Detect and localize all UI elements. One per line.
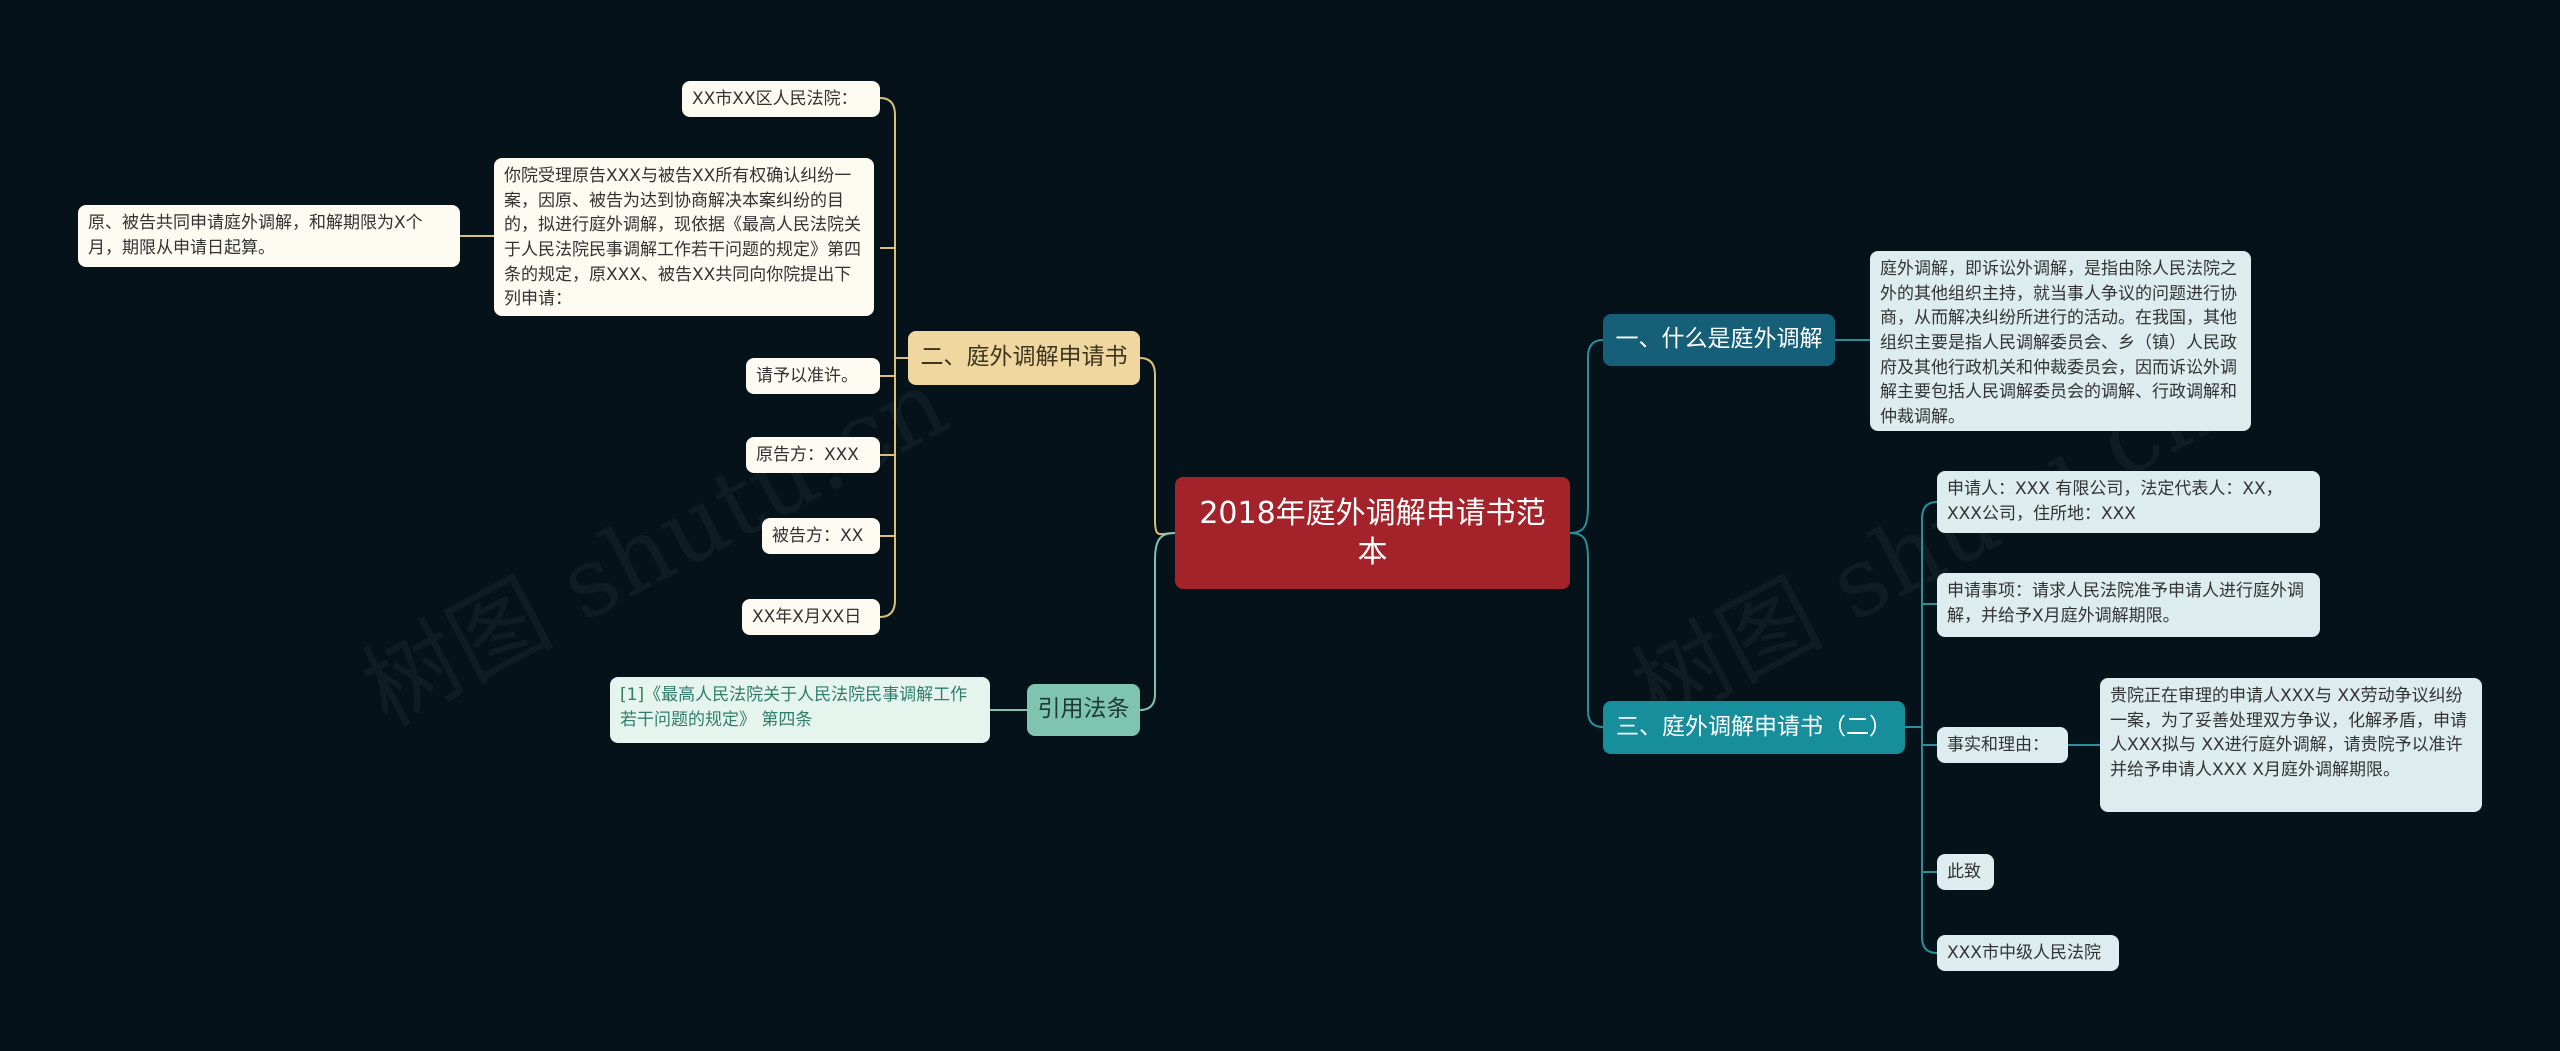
branch-definition-label: 一、什么是庭外调解 xyxy=(1615,326,1823,353)
link-branch2-bracket xyxy=(879,97,908,618)
branch-application-two[interactable]: 三、庭外调解申请书（二） xyxy=(1603,701,1905,754)
leaf-citation-text: [1]《最高人民法院关于人民法院民事调解工作若干问题的规定》 第四条 xyxy=(620,685,968,730)
leaf-defendant-text: 被告方：XX xyxy=(772,526,864,546)
leaf-plaintiff-text: 原告方：XXX xyxy=(756,445,859,465)
link-center-branch2 xyxy=(1139,357,1176,536)
branch-application-label: 二、庭外调解申请书 xyxy=(920,344,1128,371)
leaf-applicant-text: 申请人：XXX 有限公司，法定代表人：XX，XXX公司，住所地：XXX xyxy=(1947,479,2283,524)
leaf-applicant[interactable]: 申请人：XXX 有限公司，法定代表人：XX，XXX公司，住所地：XXX xyxy=(1937,471,2320,533)
leaf-please-approve[interactable]: 请予以准许。 xyxy=(746,358,880,394)
link-center-ref xyxy=(1139,532,1176,711)
leaf-salutation[interactable]: 此致 xyxy=(1937,854,1994,890)
branch-application-two-label: 三、庭外调解申请书（二） xyxy=(1616,713,1892,740)
leaf-court-address-text: XX市XX区人民法院： xyxy=(692,89,858,109)
leaf-definition[interactable]: 庭外调解，即诉讼外调解，是指由除人民法院之外的其他组织主持，就当事人争议的问题进… xyxy=(1870,251,2251,431)
central-topic[interactable]: 2018年庭外调解申请书范本 xyxy=(1175,477,1570,589)
leaf-court-address[interactable]: XX市XX区人民法院： xyxy=(682,81,880,117)
leaf-defendant[interactable]: 被告方：XX xyxy=(762,518,880,554)
leaf-request-paragraph-text: 你院受理原告XXX与被告XX所有权确认纠纷一案，因原、被告为达到协商解决本案纠纷… xyxy=(504,166,861,310)
link-branch3-bracket xyxy=(1905,501,1938,954)
leaf-date-text: XX年X月XX日 xyxy=(752,607,862,627)
leaf-request-items-text: 申请事项：请求人民法院准予申请人进行庭外调解，并给予X月庭外调解期限。 xyxy=(1947,581,2304,626)
leaf-deadline-note-text: 原、被告共同申请庭外调解，和解期限为X个月，期限从申请日起算。 xyxy=(88,213,423,258)
leaf-definition-text: 庭外调解，即诉讼外调解，是指由除人民法院之外的其他组织主持，就当事人争议的问题进… xyxy=(1880,259,2237,427)
branch-application[interactable]: 二、庭外调解申请书 xyxy=(908,331,1140,385)
leaf-citation[interactable]: [1]《最高人民法院关于人民法院民事调解工作若干问题的规定》 第四条 xyxy=(610,677,990,743)
leaf-salutation-text: 此致 xyxy=(1947,862,1981,882)
leaf-facts-detail-text: 贵院正在审理的申请人XXX与 XX劳动争议纠纷一案，为了妥善处理双方争议，化解矛… xyxy=(2110,686,2467,780)
link-center-branch3 xyxy=(1569,532,1604,728)
leaf-request-paragraph[interactable]: 你院受理原告XXX与被告XX所有权确认纠纷一案，因原、被告为达到协商解决本案纠纷… xyxy=(494,158,874,316)
leaf-plaintiff[interactable]: 原告方：XXX xyxy=(746,437,880,473)
leaf-facts[interactable]: 事实和理由： xyxy=(1937,727,2068,763)
leaf-request-items[interactable]: 申请事项：请求人民法院准予申请人进行庭外调解，并给予X月庭外调解期限。 xyxy=(1937,573,2320,637)
leaf-court[interactable]: XXX市中级人民法院 xyxy=(1937,935,2119,971)
leaf-facts-detail[interactable]: 贵院正在审理的申请人XXX与 XX劳动争议纠纷一案，为了妥善处理双方争议，化解矛… xyxy=(2100,678,2482,812)
branch-citation[interactable]: 引用法条 xyxy=(1027,684,1140,736)
central-topic-label: 2018年庭外调解申请书范本 xyxy=(1199,496,1546,570)
leaf-date[interactable]: XX年X月XX日 xyxy=(742,599,880,635)
leaf-deadline-note[interactable]: 原、被告共同申请庭外调解，和解期限为X个月，期限从申请日起算。 xyxy=(78,205,460,267)
branch-citation-label: 引用法条 xyxy=(1037,696,1130,723)
leaf-please-approve-text: 请予以准许。 xyxy=(756,366,858,386)
link-center-branch1 xyxy=(1569,339,1604,534)
branch-definition[interactable]: 一、什么是庭外调解 xyxy=(1603,314,1835,366)
leaf-court-text: XXX市中级人民法院 xyxy=(1947,943,2101,963)
leaf-facts-text: 事实和理由： xyxy=(1947,735,2049,755)
